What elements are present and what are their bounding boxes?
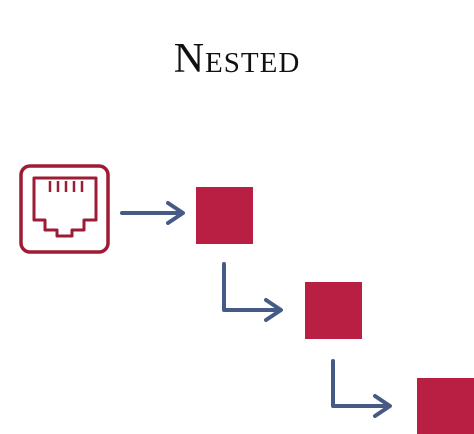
- arrow-box-1-to-box-2: [222, 262, 283, 322]
- arrow-port-to-box-1: [120, 201, 185, 225]
- nested-box-level-1: [196, 187, 253, 244]
- nested-box-level-2: [305, 282, 362, 339]
- nested-box-level-3: [417, 378, 474, 434]
- arrow-box-2-to-box-3: [331, 359, 392, 418]
- ethernet-port-icon: [19, 164, 110, 254]
- page-title: Nested: [173, 36, 301, 82]
